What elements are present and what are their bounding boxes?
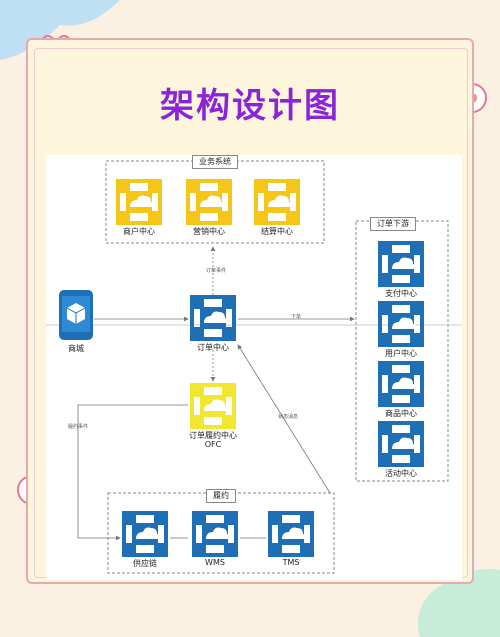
node-settlement-center: 结算中心 bbox=[254, 179, 300, 236]
node-activity-center: 活动中心 bbox=[378, 421, 424, 478]
cloud-server-icon bbox=[378, 421, 424, 467]
node-label: 商品中心 bbox=[385, 409, 417, 418]
node-label: 订单中心 bbox=[197, 343, 229, 352]
cloud-server-icon bbox=[192, 511, 238, 557]
decor-bottom-right-blob bbox=[418, 568, 500, 637]
node-label: 供应链 bbox=[133, 559, 157, 568]
group-title-business: 业务系统 bbox=[192, 155, 238, 169]
cloud-server-icon bbox=[190, 383, 236, 429]
diagram-canvas: 业务系统 订单下游 履约 订单事件 下单 履约事件 状态消息 商户中心 营销中心 结… bbox=[46, 155, 462, 580]
edge-label-order-event: 订单事件 bbox=[206, 268, 227, 274]
node-label-ofc: OFC bbox=[204, 440, 222, 449]
cloud-server-icon bbox=[190, 295, 236, 341]
group-title-fulfillment: 履约 bbox=[206, 489, 236, 503]
node-label: 用户中心 bbox=[385, 349, 417, 358]
cloud-server-icon bbox=[378, 301, 424, 347]
cloud-server-icon bbox=[116, 179, 162, 225]
node-label: 结算中心 bbox=[261, 227, 293, 236]
node-payment-center: 支付中心 bbox=[378, 241, 424, 298]
node-marketing-center: 营销中心 bbox=[186, 179, 232, 236]
page-title: 架构设计图 bbox=[160, 86, 340, 126]
node-label: WMS bbox=[205, 558, 225, 567]
node-label-mall: 商城 bbox=[68, 344, 84, 353]
cloud-server-icon bbox=[378, 241, 424, 287]
node-supply-chain: 供应链 bbox=[122, 511, 168, 568]
node-label: TMS bbox=[282, 558, 300, 567]
edge-label-place-order: 下单 bbox=[291, 314, 302, 320]
node-order-center: 订单中心 bbox=[190, 295, 236, 352]
cloud-server-icon bbox=[378, 361, 424, 407]
cloud-server-icon bbox=[268, 511, 314, 557]
node-label: 活动中心 bbox=[385, 469, 417, 478]
node-merchant-center: 商户中心 bbox=[116, 179, 162, 236]
node-wms: WMS bbox=[192, 511, 238, 567]
cloud-server-icon bbox=[254, 179, 300, 225]
node-product-center: 商品中心 bbox=[378, 361, 424, 418]
node-label: 商户中心 bbox=[123, 227, 155, 236]
node-label: 订单履约中心 bbox=[189, 431, 237, 440]
node-tms: TMS bbox=[268, 511, 314, 567]
edge-label-fulfillment-event: 履约事件 bbox=[68, 424, 89, 430]
edge-label-status-event: 状态消息 bbox=[278, 414, 299, 420]
node-label: 支付中心 bbox=[385, 289, 417, 298]
cloud-server-icon bbox=[122, 511, 168, 557]
phone-cube-icon bbox=[59, 290, 93, 340]
group-title-downstream: 订单下游 bbox=[370, 217, 416, 231]
node-label: 营销中心 bbox=[193, 227, 225, 236]
cloud-server-icon bbox=[186, 179, 232, 225]
node-user-center: 用户中心 bbox=[378, 301, 424, 358]
